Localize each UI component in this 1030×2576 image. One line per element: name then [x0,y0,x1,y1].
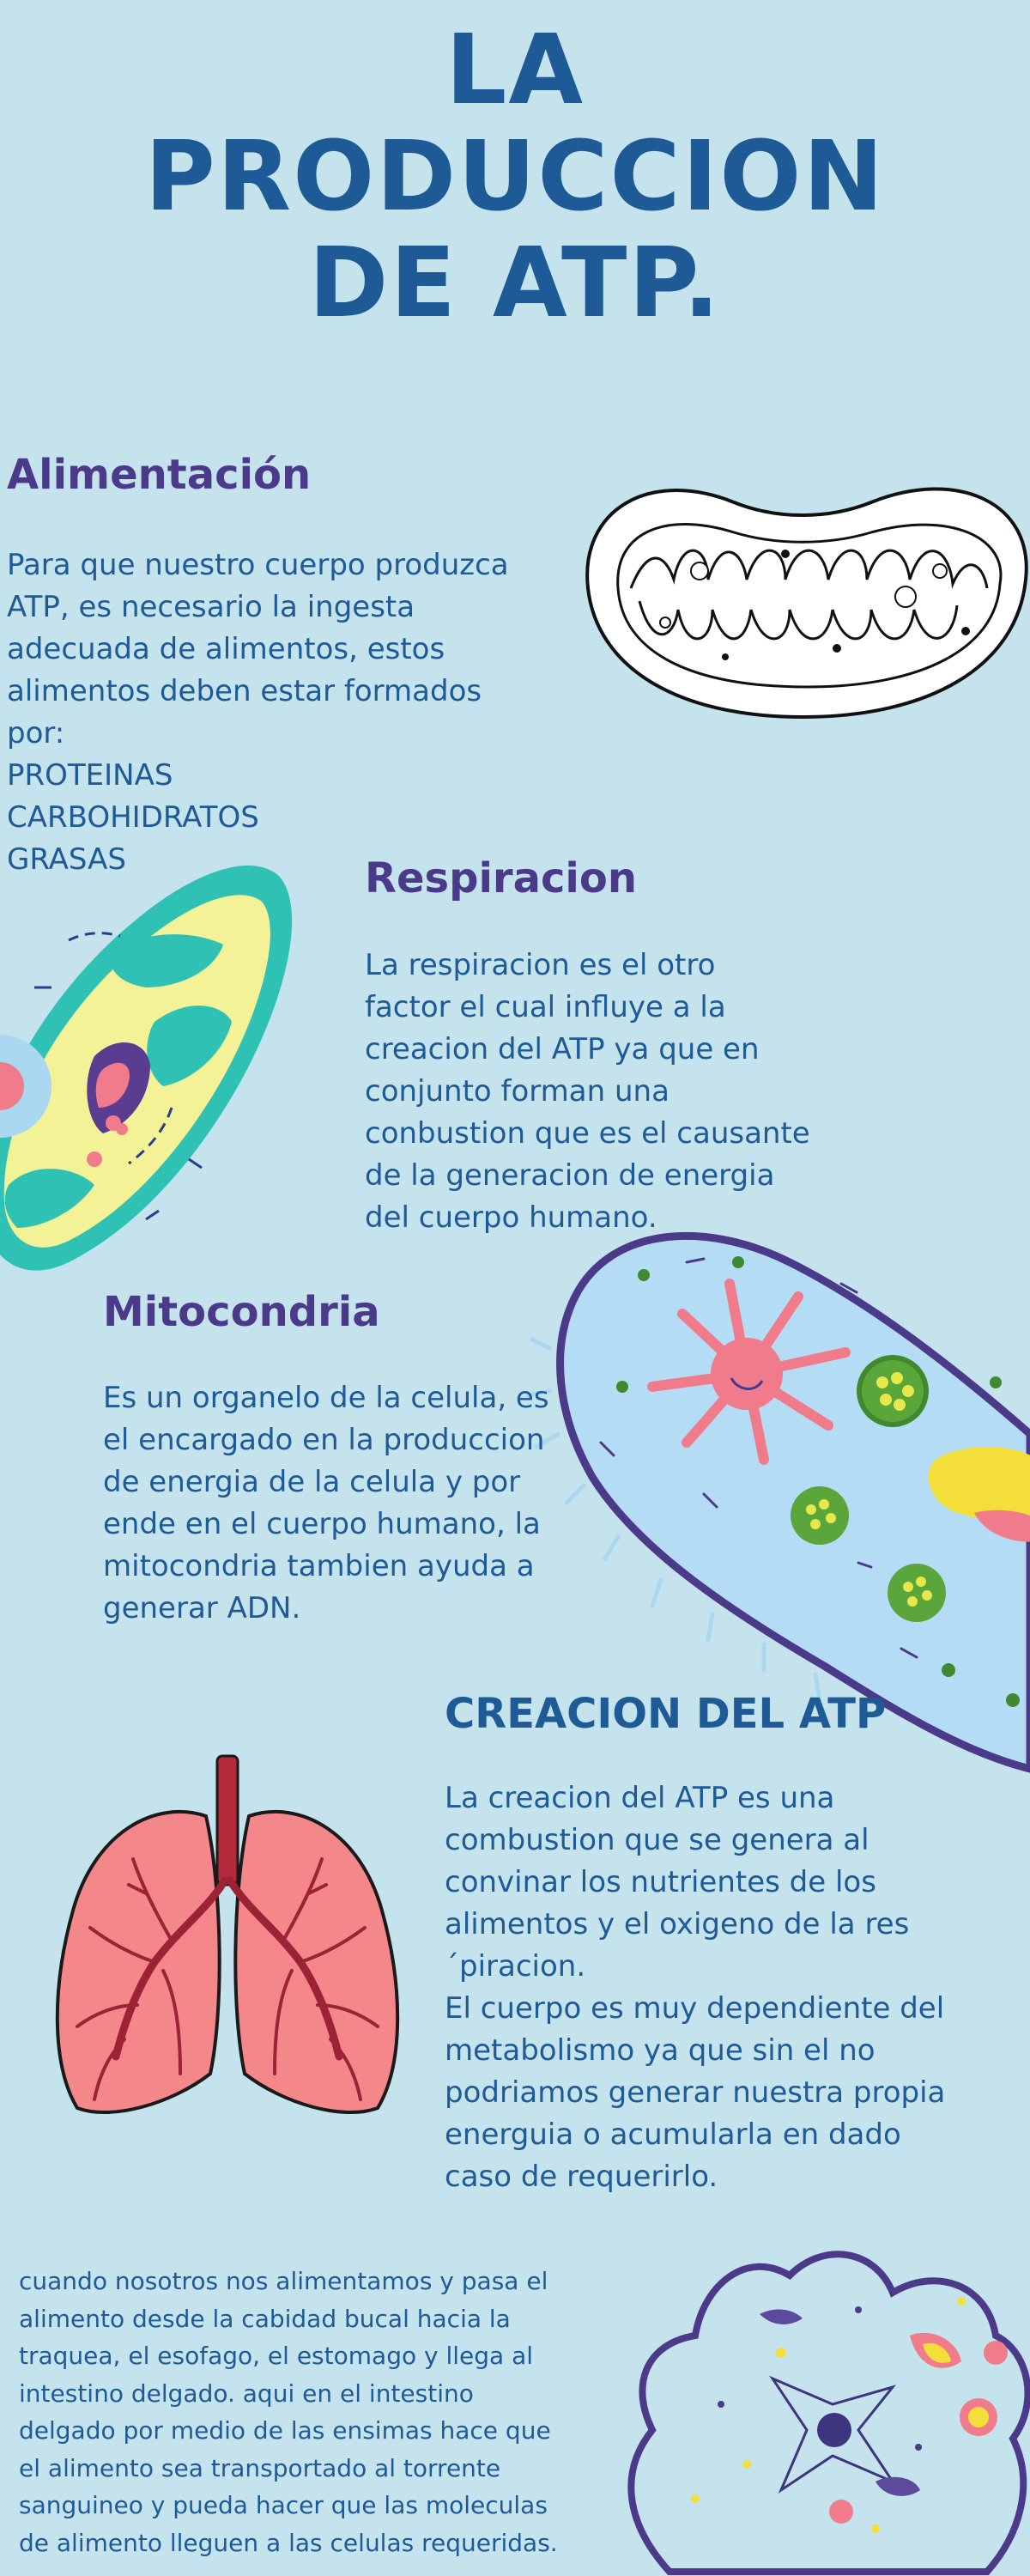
section-heading-respiracion: Respiracion [365,854,638,902]
title-line-1: LA [445,15,585,126]
section-text-creacion: La creacion del ATP es una combustion qu… [445,1781,946,2194]
section-heading-mitocondria: Mitocondria [103,1288,380,1336]
mitochondria-icon [585,487,1028,720]
section-text-alimentacion: Para que nuestro cuerpo produzca ATP, es… [7,548,509,877]
section-heading-alimentacion: Alimentación [7,451,312,499]
section-text-mitocondria: Es un organelo de la celula, es el encar… [103,1381,549,1625]
cell-icon [0,866,293,1271]
section-heading-creacion: CREACION DEL ATP [445,1690,887,1738]
section-text-final: cuando nosotros nos alimentamos y pasa e… [19,2267,558,2557]
bacteria-icon [525,1231,1030,1773]
amoeba-icon [627,2251,1030,2575]
lungs-icon [55,1754,400,2115]
title-line-3: DE ATP. [308,228,722,339]
title-line-2: PRODUCCION [144,121,886,233]
page-title: LA PRODUCCION DE ATP. [0,17,1030,337]
section-text-respiracion: La respiracion es el otro factor el cual… [365,948,810,1235]
